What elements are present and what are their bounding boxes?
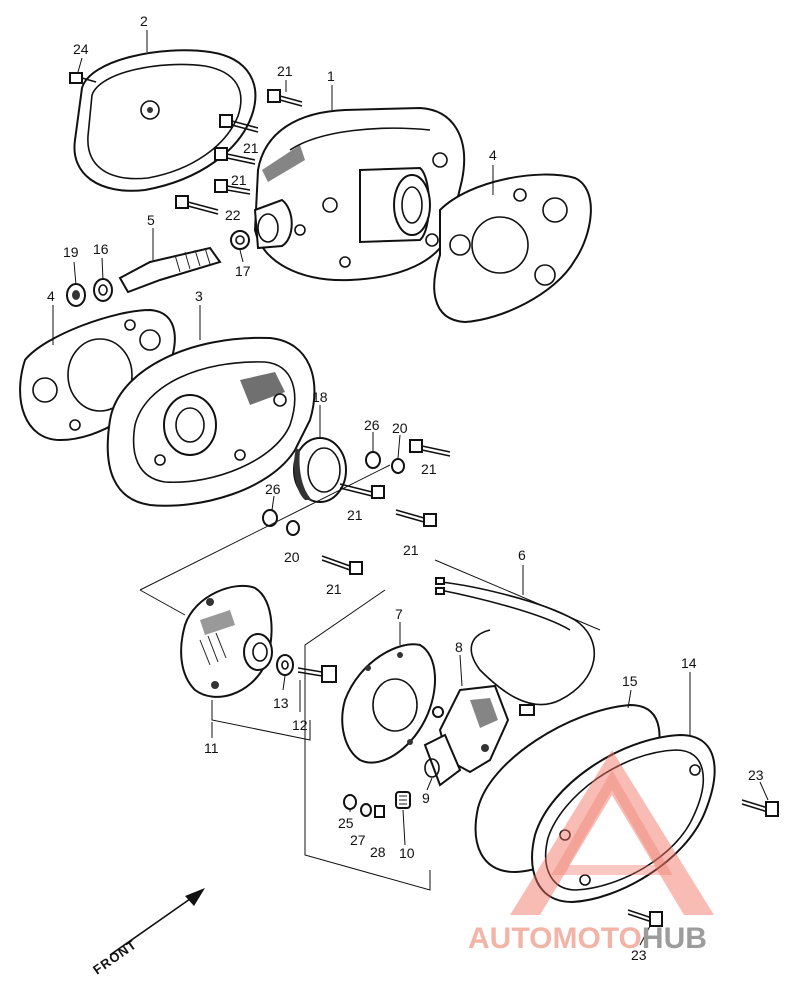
callout-11: 11	[204, 740, 219, 756]
watermark-logo	[510, 750, 714, 915]
callout-13: 13	[273, 695, 289, 711]
front-arrow-shaft	[109, 891, 201, 956]
callout-23: 23	[748, 767, 764, 783]
callout-28: 28	[370, 844, 386, 860]
callout-1: 1	[327, 68, 335, 84]
part-20-washer-b	[286, 520, 300, 536]
part-24-bolt	[69, 72, 97, 84]
front-label: FRONT	[90, 937, 139, 978]
callout-10: 10	[399, 845, 415, 861]
callout-21: 21	[243, 140, 259, 156]
part-19-nut	[66, 283, 86, 307]
part-21-bolt-mid-c	[395, 509, 437, 527]
callout-22: 22	[225, 207, 241, 223]
callout-16: 16	[93, 241, 109, 257]
callout-4: 4	[489, 147, 497, 163]
callout-9: 9	[422, 790, 430, 806]
part-28-screw	[374, 805, 385, 818]
part-21-bolt-mid-d	[321, 555, 363, 575]
callout-2: 2	[140, 13, 148, 29]
part-2-top-cover	[73, 49, 257, 192]
callout-18: 18	[312, 389, 328, 405]
part-8-contact-breaker	[432, 684, 510, 774]
callout-12: 12	[292, 717, 308, 733]
callout-leaders	[52, 30, 769, 946]
callout-4: 4	[47, 288, 55, 304]
part-12-bolt	[297, 665, 337, 683]
callout-21: 21	[326, 581, 342, 597]
part-21-bolt-mid-a	[409, 439, 451, 457]
watermark-triangle-icon	[510, 750, 714, 915]
callout-27: 27	[350, 832, 366, 848]
part-21-bolt-mid-b	[339, 483, 385, 499]
part-23-screw-a	[741, 799, 779, 817]
callout-14: 14	[681, 655, 697, 671]
callout-labels: 2 24 21 1 21 21 22 4 5 19 16 17 4 3 18 2…	[47, 13, 764, 963]
part-10-felt	[395, 791, 411, 809]
part-27-washer	[360, 803, 372, 817]
part-13-washer	[276, 654, 294, 676]
part-21-bolt-upper-d	[214, 179, 251, 195]
part-23-screw-b	[627, 909, 663, 927]
part-6-wire-harness	[435, 577, 596, 716]
callout-26: 26	[265, 481, 281, 497]
part-14-side-cover	[531, 733, 716, 904]
part-21-bolt-upper-c	[214, 147, 256, 165]
callout-3: 3	[195, 288, 203, 304]
front-arrow-head-icon	[185, 888, 205, 906]
watermark-text-part-a: AUTOMOTO	[468, 922, 642, 955]
callout-8: 8	[455, 639, 463, 655]
callout-21: 21	[231, 172, 247, 188]
part-4-gasket-upper	[433, 173, 592, 324]
part-17-ring	[230, 230, 250, 250]
callout-5: 5	[147, 212, 155, 228]
part-7-base-plate	[341, 643, 436, 764]
part-5-shaft	[118, 246, 222, 294]
part-26-washer-a	[365, 451, 381, 469]
part-9-condenser	[423, 733, 462, 787]
callout-24: 24	[73, 41, 89, 57]
callout-17: 17	[235, 263, 251, 279]
callout-23: 23	[631, 947, 647, 963]
part-3-middle-housing	[106, 336, 316, 507]
callout-19: 19	[63, 244, 79, 260]
part-1-upper-housing	[253, 106, 466, 282]
callout-20: 20	[392, 420, 408, 436]
callout-21: 21	[421, 461, 437, 477]
part-20-washer-a	[391, 458, 405, 474]
part-21-bolt-upper-a	[267, 89, 303, 107]
part-16-washer	[93, 278, 113, 302]
callout-21: 21	[347, 507, 363, 523]
callout-7: 7	[395, 606, 403, 622]
callout-15: 15	[622, 673, 638, 689]
callout-20: 20	[284, 549, 300, 565]
front-direction-indicator: FRONT	[90, 888, 205, 977]
watermark-text-part-b: HUB	[642, 922, 707, 955]
part-22-bolt	[175, 195, 219, 215]
part-25-washer	[343, 794, 357, 810]
callout-6: 6	[518, 547, 526, 563]
callout-21: 21	[403, 542, 419, 558]
callout-26: 26	[364, 417, 380, 433]
part-11-advancer-assembly	[180, 584, 273, 698]
part-18-oil-seal	[293, 437, 347, 503]
callout-25: 25	[338, 815, 354, 831]
part-21-bolt-upper-b	[219, 114, 259, 133]
callout-21: 21	[277, 63, 293, 79]
part-26-washer-b	[262, 509, 278, 527]
watermark-text: AUTOMOTOHUB	[468, 922, 707, 955]
